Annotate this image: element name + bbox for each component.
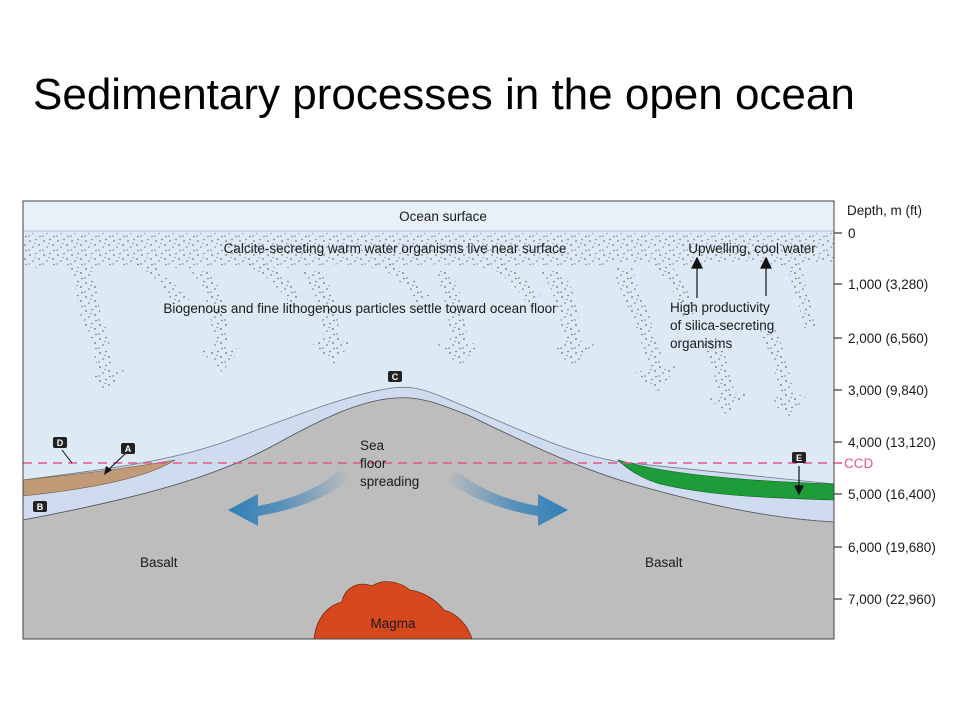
svg-text:B: B	[37, 502, 44, 512]
high-productivity-label: High productivity	[670, 300, 770, 315]
siliceous-ooze-layer	[616, 459, 834, 501]
depth-tick-6: 6,000 (19,680)	[848, 540, 936, 555]
depth-tick-3: 3,000 (9,840)	[848, 383, 928, 398]
marker-e-arrow	[794, 466, 804, 496]
basalt-crust	[23, 397, 834, 639]
marker-e: E	[792, 452, 806, 463]
svg-text:A: A	[125, 444, 132, 454]
depth-tick-0: 0	[848, 226, 856, 241]
svg-text:E: E	[796, 453, 802, 463]
sea-floor-spreading-label-3: spreading	[360, 474, 419, 489]
depth-tick-4: 4,000 (13,120)	[848, 435, 936, 450]
basalt-left-label: Basalt	[140, 555, 178, 570]
ccd-label: CCD	[844, 456, 873, 471]
surface-organism-layer	[23, 233, 834, 268]
spreading-arrow-left	[228, 470, 350, 526]
magma-chamber	[313, 581, 473, 639]
basalt-right-label: Basalt	[645, 555, 683, 570]
depth-axis: Depth, m (ft) 0 1,000 (3,280) 2,000 (6,5…	[833, 201, 936, 639]
marker-a: A	[121, 443, 135, 454]
upwelling-arrows	[691, 256, 772, 298]
depth-tick-5: 5,000 (16,400)	[848, 487, 936, 502]
ocean-surface-band	[23, 201, 834, 231]
magma-label: Magma	[370, 616, 416, 631]
calcite-organisms-label: Calcite-secreting warm water organisms l…	[224, 241, 567, 256]
svg-text:C: C	[392, 372, 399, 382]
marker-c: C	[388, 371, 402, 382]
sea-floor-spreading-label-2: floor	[360, 456, 387, 471]
settling-particle-plumes	[68, 262, 816, 418]
marker-b: B	[33, 501, 47, 512]
settling-particles-label: Biogenous and fine lithogenous particles…	[163, 301, 557, 316]
spreading-arrow-right	[446, 470, 568, 526]
marker-d: D	[53, 437, 67, 448]
sea-floor-spreading-label-1: Sea	[360, 438, 385, 453]
silica-secreting-label: of silica-secreting	[670, 318, 774, 333]
brown-clay-layer	[23, 459, 176, 497]
organisms-label: organisms	[670, 336, 733, 351]
upwelling-label: Upwelling, cool water	[688, 241, 816, 256]
depth-axis-title: Depth, m (ft)	[847, 203, 922, 218]
ocean-surface-label: Ocean surface	[399, 209, 487, 224]
slide-title: Sedimentary processes in the open ocean	[33, 70, 855, 119]
depth-tick-7: 7,000 (22,960)	[848, 592, 936, 607]
svg-text:D: D	[57, 438, 64, 448]
depth-tick-2: 2,000 (6,560)	[848, 331, 928, 346]
depth-tick-1: 1,000 (3,280)	[848, 277, 928, 292]
